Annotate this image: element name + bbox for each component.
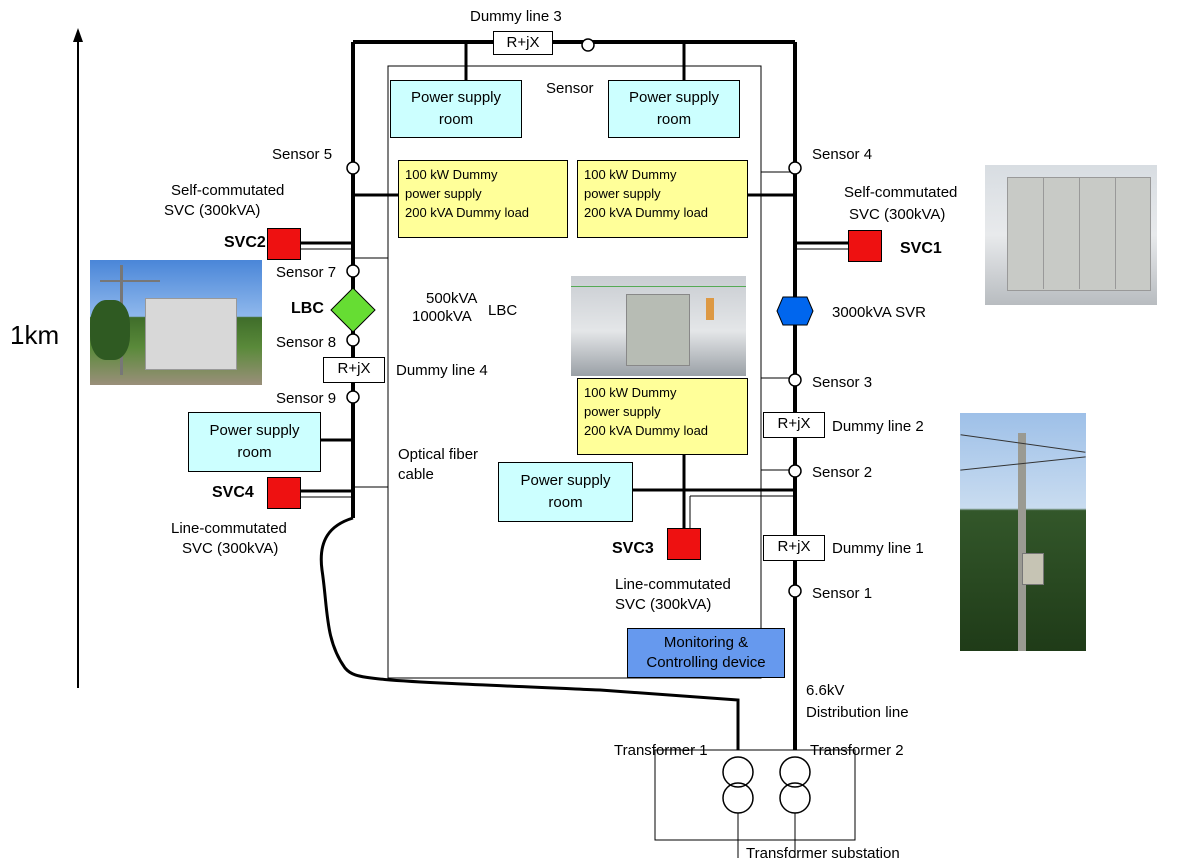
room-label-line1: Power supply: [209, 420, 299, 442]
dummy-supply-line2: power supply: [584, 184, 741, 203]
svc4-type-line2: SVC (300kVA): [182, 540, 278, 558]
svc3-type-line1: Line-commutated: [615, 576, 731, 594]
lbc-rating-2: 1000kVA: [412, 308, 472, 326]
power-supply-room-4: Power supply room: [498, 462, 633, 522]
lbc-rating-1: 500kVA: [426, 290, 477, 308]
sensor-3-label: Sensor 3: [812, 374, 872, 392]
monitor-label-line2: Controlling device: [646, 653, 765, 673]
svc1-photo: [985, 165, 1157, 305]
dummy-line-3-label: Dummy line 3: [470, 8, 562, 26]
power-supply-room-1: Power supply room: [390, 80, 522, 138]
dummy-box-left: 100 kW Dummy power supply 200 kVA Dummy …: [398, 160, 568, 238]
sensor-9-label: Sensor 9: [276, 390, 336, 408]
svc1-type-line2: SVC (300kVA): [849, 206, 945, 224]
dummy-line-2-label: Dummy line 2: [832, 418, 924, 436]
transformer-1-label: Transformer 1: [614, 742, 708, 760]
room-label-line1: Power supply: [629, 87, 719, 109]
dummy-load: 200 kVA Dummy load: [405, 203, 561, 222]
monitor-label-line1: Monitoring &: [664, 633, 748, 653]
dummy-box-center: 100 kW Dummy power supply 200 kVA Dummy …: [577, 378, 748, 455]
room-label-line2: room: [237, 442, 271, 464]
lbc-label: LBC: [291, 300, 324, 318]
svc3-icon: [667, 528, 701, 560]
power-supply-room-2: Power supply room: [608, 80, 740, 138]
scale-label: 1km: [10, 320, 59, 350]
svc2-icon: [267, 228, 301, 260]
svc4-type-line1: Line-commutated: [171, 520, 287, 538]
distribution-line-voltage: 6.6kV: [806, 682, 844, 700]
svc2-type-line1: Self-commutated: [171, 182, 284, 200]
lbc-photo: [90, 260, 262, 385]
dummy-load: 200 kVA Dummy load: [584, 421, 741, 440]
svr-hexagon-icon: [777, 297, 813, 325]
sensor-5-label: Sensor 5: [272, 146, 332, 164]
dummy-supply-line2: power supply: [405, 184, 561, 203]
dummy-line-4-label: Dummy line 4: [396, 362, 488, 380]
substation-label: Transformer substation: [746, 845, 900, 863]
svc2-type-line2: SVC (300kVA): [164, 202, 260, 220]
lbc-diamond-icon: [331, 288, 375, 332]
room-label-line1: Power supply: [411, 87, 501, 109]
transformer-2-label: Transformer 2: [810, 742, 904, 760]
dummy-line-4-impedance: R+jX: [323, 357, 385, 383]
sensor-8-label: Sensor 8: [276, 334, 336, 352]
svc1-icon: [848, 230, 882, 262]
svc4-icon: [267, 477, 301, 509]
dummy-supply-line2: power supply: [584, 402, 741, 421]
utility-pole-photo: [960, 413, 1086, 651]
svr-photo: [571, 276, 746, 376]
room-label-line1: Power supply: [520, 470, 610, 492]
monitoring-controlling-device: Monitoring & Controlling device: [627, 628, 785, 678]
sensor-1-label: Sensor 1: [812, 585, 872, 603]
svc2-label: SVC2: [224, 234, 266, 252]
dummy-line-1-impedance: R+jX: [763, 535, 825, 561]
svc3-label: SVC3: [612, 540, 654, 558]
room-label-line2: room: [439, 109, 473, 131]
dummy-line-2-impedance: R+jX: [763, 412, 825, 438]
dummy-supply-line1: 100 kW Dummy: [584, 383, 741, 402]
sensor-4-label: Sensor 4: [812, 146, 872, 164]
sensor-7-label: Sensor 7: [276, 264, 336, 282]
room-label-line2: room: [657, 109, 691, 131]
svr-label: 3000kVA SVR: [832, 304, 926, 322]
optical-fiber-line1: Optical fiber: [398, 446, 478, 464]
lbc-suffix: LBC: [488, 302, 517, 320]
svc4-label: SVC4: [212, 484, 254, 502]
sensor-top-label: Sensor: [546, 80, 594, 98]
distribution-line-label: Distribution line: [806, 704, 909, 722]
dummy-line-1-label: Dummy line 1: [832, 540, 924, 558]
dummy-supply-line1: 100 kW Dummy: [584, 165, 741, 184]
svc3-type-line2: SVC (300kVA): [615, 596, 711, 614]
dummy-load: 200 kVA Dummy load: [584, 203, 741, 222]
svc1-label: SVC1: [900, 240, 942, 258]
dummy-line-3-impedance: R+jX: [493, 31, 553, 55]
dummy-box-right: 100 kW Dummy power supply 200 kVA Dummy …: [577, 160, 748, 238]
power-supply-room-3: Power supply room: [188, 412, 321, 472]
sensor-2-label: Sensor 2: [812, 464, 872, 482]
room-label-line2: room: [548, 492, 582, 514]
svc1-type-line1: Self-commutated: [844, 184, 957, 202]
dummy-supply-line1: 100 kW Dummy: [405, 165, 561, 184]
optical-fiber-line2: cable: [398, 466, 434, 484]
